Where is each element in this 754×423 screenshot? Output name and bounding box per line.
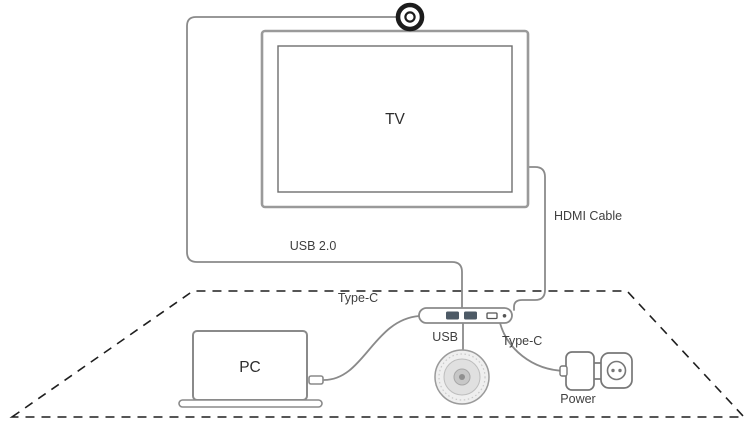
speakerphone bbox=[434, 349, 490, 405]
usb2-label: USB 2.0 bbox=[290, 239, 337, 253]
tv: TV bbox=[260, 29, 530, 209]
usb-label: USB bbox=[432, 330, 458, 344]
pc-label: PC bbox=[239, 359, 261, 376]
hub-port-2 bbox=[464, 311, 477, 320]
camera-icon bbox=[395, 2, 425, 32]
speakerphone-center-dot bbox=[459, 374, 465, 380]
outlet-socket bbox=[606, 360, 627, 381]
hub-led bbox=[502, 314, 507, 318]
power-adapter: Power bbox=[559, 351, 633, 406]
hub-port-3 bbox=[486, 312, 498, 320]
power-label: Power bbox=[560, 392, 595, 406]
hdmi-label: HDMI Cable bbox=[554, 209, 622, 223]
hub-port-1 bbox=[446, 311, 459, 320]
laptop-base bbox=[178, 399, 323, 408]
adapter-inlet bbox=[559, 365, 568, 377]
outlet-hole-left bbox=[611, 368, 615, 373]
typec-pc-label: Type-C bbox=[338, 291, 378, 305]
outlet-plate bbox=[600, 352, 633, 389]
tv-screen bbox=[277, 45, 513, 193]
laptop: PC bbox=[178, 330, 324, 408]
usb-hub bbox=[418, 307, 513, 324]
typec-power-label: Type-C bbox=[502, 334, 542, 348]
outlet-hole-right bbox=[618, 368, 622, 373]
usb2-cable bbox=[186, 16, 463, 309]
cables bbox=[186, 16, 566, 381]
camera-lens bbox=[404, 11, 416, 23]
cable-labels: USB 2.0 HDMI Cable Type-C Type-C USB bbox=[290, 209, 622, 348]
speakerphone-grille bbox=[438, 353, 486, 401]
adapter-body bbox=[565, 351, 595, 391]
typec-plug-icon bbox=[308, 375, 324, 385]
outlet-icon bbox=[600, 352, 633, 389]
hdmi-cable bbox=[513, 166, 546, 311]
table-surface-outline bbox=[9, 290, 746, 418]
typec-power-cable bbox=[499, 322, 566, 372]
tv-label: TV bbox=[385, 111, 405, 128]
typec-pc-cable bbox=[323, 315, 420, 381]
